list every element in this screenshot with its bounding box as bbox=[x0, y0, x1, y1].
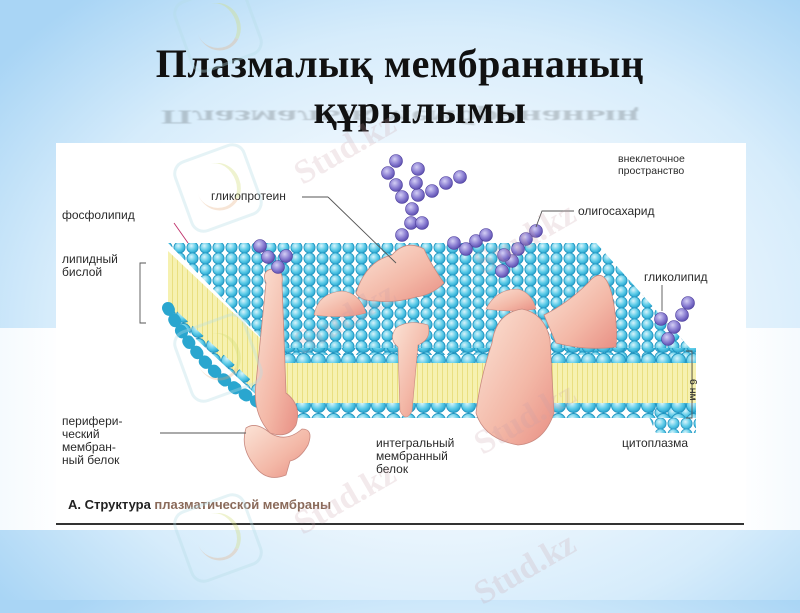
label-glycoprotein: гликопротеин bbox=[211, 189, 286, 203]
label-cytoplasm: цитоплазма bbox=[622, 436, 689, 450]
integral-protein-left bbox=[254, 268, 299, 436]
label-integral-protein: интегральный мембранный белок bbox=[376, 436, 455, 476]
channel-protein bbox=[392, 322, 430, 418]
label-thickness: 6 нм bbox=[687, 379, 699, 401]
slide-title-line1: Плазмалық мембрананың bbox=[155, 41, 645, 86]
label-lipid-bilayer: липидный бислой bbox=[62, 252, 118, 279]
membrane-illustration bbox=[139, 154, 696, 478]
slide-title-line2: құрылымы bbox=[313, 87, 527, 132]
oligosaccharide-chains bbox=[253, 154, 695, 346]
integral-protein bbox=[475, 308, 555, 446]
label-glycolipid: гликолипид bbox=[644, 270, 708, 284]
leader-lines bbox=[139, 196, 693, 434]
peripheral-protein bbox=[243, 425, 311, 478]
membrane-figure: внеклеточное пространство гликопротеин ф… bbox=[56, 143, 746, 529]
figure-caption: А. Структура плазматической мембраны bbox=[68, 497, 331, 512]
label-oligosaccharide: олигосахарид bbox=[578, 204, 655, 218]
glycoprotein bbox=[355, 244, 445, 302]
label-extracellular-space: внеклеточное пространство bbox=[618, 153, 685, 177]
label-phospholipid: фосфолипид bbox=[62, 208, 135, 222]
caption-prefix: А. Структура bbox=[68, 497, 151, 512]
caption-rest: плазматической мембраны bbox=[150, 497, 332, 512]
caption-rule bbox=[56, 523, 744, 525]
label-peripheral-protein: перифери- ческий мембран- ный белок bbox=[62, 414, 123, 467]
